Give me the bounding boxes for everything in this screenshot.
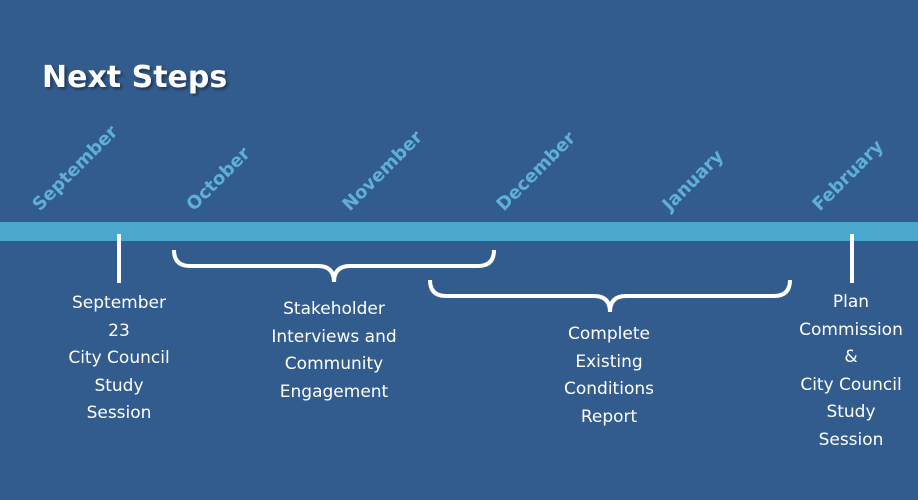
timeline-bar xyxy=(0,222,918,241)
bracket-existing-conditions xyxy=(428,279,792,313)
event-existing-conditions-report: Complete Existing Conditions Report xyxy=(564,324,654,427)
event-plan-commission-council-session: Plan Commission & City Council Study Ses… xyxy=(799,292,903,450)
event-city-council-study-session: September 23 City Council Study Session xyxy=(68,293,170,423)
page-title: Next Steps xyxy=(42,60,228,95)
bracket-stakeholder-engagement xyxy=(172,249,496,283)
event-stakeholder-engagement: Stakeholder Interviews and Community Eng… xyxy=(271,299,397,402)
